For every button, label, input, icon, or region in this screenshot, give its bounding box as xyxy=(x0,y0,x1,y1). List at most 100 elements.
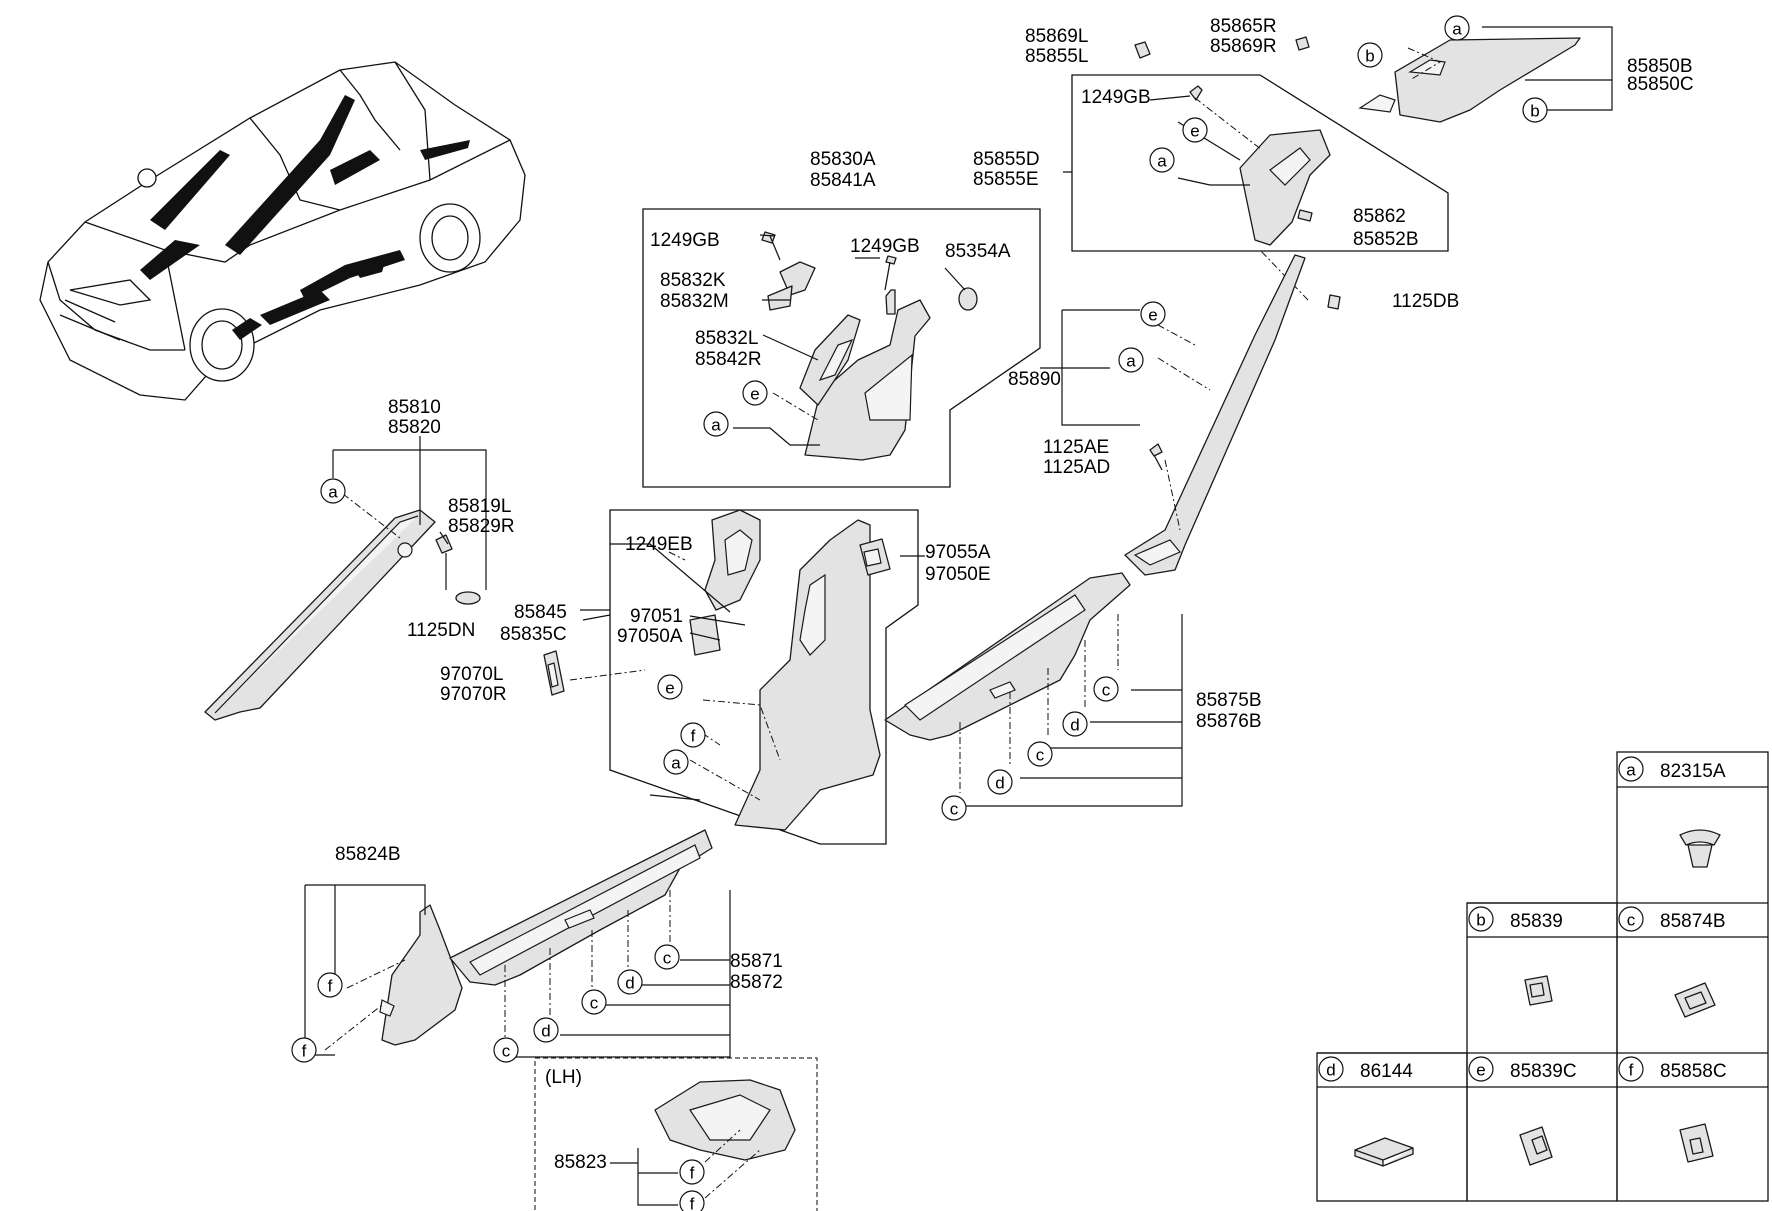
label-lh: (LH) xyxy=(545,1067,582,1088)
label-97055A: 97055A xyxy=(925,542,991,563)
callout-letter-b: b xyxy=(1530,102,1539,121)
callout-letter-a: a xyxy=(1126,352,1136,371)
callout-circle-c xyxy=(1027,741,1053,767)
callout-circle-f xyxy=(317,972,343,998)
b-pillar-lower-trim xyxy=(543,509,891,831)
callout-circle-f xyxy=(291,1037,317,1063)
callout-letter-e: e xyxy=(1190,122,1199,141)
front-scuff-plate xyxy=(449,829,713,986)
label-85876B: 85876B xyxy=(1196,711,1262,732)
label-85832L: 85832L xyxy=(695,328,758,349)
callout-circle-b xyxy=(1468,906,1494,932)
callout-letter-f: f xyxy=(690,1195,695,1211)
callout-letter-f: f xyxy=(690,1164,695,1183)
callout-letter-e: e xyxy=(750,385,759,404)
kick-panel-trim xyxy=(379,904,463,1046)
callout-circle-e xyxy=(657,674,683,700)
callout-letter-f: f xyxy=(691,727,696,746)
callout-circle-e xyxy=(1468,1056,1494,1082)
callout-circle-c xyxy=(1618,906,1644,932)
car-illustration xyxy=(39,61,526,401)
callout-letter-c: c xyxy=(663,949,672,968)
callout-circle-d xyxy=(1062,711,1088,737)
label-1249GB-b-pillar-right: 1249GB xyxy=(850,236,920,257)
label-85810: 85810 xyxy=(388,397,441,418)
label-85855L: 85855L xyxy=(1025,46,1088,67)
label-85830A: 85830A xyxy=(810,149,876,170)
label-1125DB: 1125DB xyxy=(1392,291,1459,312)
callout-letter-f: f xyxy=(328,977,333,996)
label-85845: 85845 xyxy=(514,602,567,623)
box-b-pillar-lower xyxy=(609,509,919,845)
label-97050A: 97050A xyxy=(617,626,683,647)
callout-letter-d: d xyxy=(541,1022,550,1041)
callout-circle-e xyxy=(1140,301,1166,327)
clip-85839-icon xyxy=(1524,975,1553,1006)
label-97070L: 97070L xyxy=(440,664,503,685)
callout-circle-f xyxy=(679,1159,705,1185)
label-1249GB-c-pillar: 1249GB xyxy=(1081,87,1151,108)
label-1125AD: 1125AD xyxy=(1043,457,1110,478)
box-c-pillar-upper xyxy=(1071,74,1449,252)
callout-letter-c: c xyxy=(950,800,959,819)
label-97051: 97051 xyxy=(630,606,683,627)
callout-circle-f xyxy=(1618,1056,1644,1082)
a-pillar-trim xyxy=(204,509,481,721)
label-85850B: 85850B xyxy=(1627,56,1693,77)
callout-circle-b xyxy=(1357,42,1383,68)
callout-circle-d xyxy=(1318,1056,1344,1082)
label-85871: 85871 xyxy=(730,951,783,972)
callout-letter-c: c xyxy=(1036,746,1045,765)
clip-85874b-icon xyxy=(1674,982,1716,1018)
label-85865R: 85865R xyxy=(1210,16,1277,37)
callout-circle-a xyxy=(320,478,346,504)
callout-circle-c xyxy=(941,795,967,821)
label-85829R: 85829R xyxy=(448,516,515,537)
callout-letter-b: b xyxy=(1476,911,1485,930)
callout-circle-c xyxy=(493,1037,519,1063)
c-pillar-lower-trim xyxy=(1124,254,1306,576)
label-1249EB: 1249EB xyxy=(625,534,693,555)
callout-letter-c: c xyxy=(590,994,599,1013)
pad-86144-icon xyxy=(1354,1137,1414,1167)
clip-85858c-icon xyxy=(1679,1123,1714,1163)
callout-letter-a: a xyxy=(1157,152,1167,171)
callout-circle-a xyxy=(1444,15,1470,41)
callout-letter-d: d xyxy=(625,974,634,993)
label-85862: 85862 xyxy=(1353,206,1406,227)
callout-letter-b: b xyxy=(1365,47,1374,66)
callout-circle-f xyxy=(679,1190,705,1211)
label-1125AE: 1125AE xyxy=(1043,437,1109,458)
callout-circle-f xyxy=(680,722,706,748)
box-lh-detail xyxy=(534,1057,818,1211)
callout-circle-c xyxy=(581,989,607,1015)
rear-header-trim xyxy=(1358,37,1581,123)
callout-circle-a xyxy=(1618,756,1644,782)
label-1125DN: 1125DN xyxy=(407,620,475,641)
callout-letter-e: e xyxy=(665,679,674,698)
callout-circle-a xyxy=(663,749,689,775)
legend-part-e: 85839C xyxy=(1510,1061,1577,1082)
legend-part-f: 85858C xyxy=(1660,1061,1727,1082)
label-85835C: 85835C xyxy=(500,624,567,645)
b-pillar-upper-trim xyxy=(761,231,978,461)
label-85855E: 85855E xyxy=(973,169,1039,190)
callout-letter-a: a xyxy=(1626,761,1636,780)
callout-circle-e xyxy=(742,380,768,406)
callout-letter-f: f xyxy=(302,1042,307,1061)
c-pillar-upper-trim xyxy=(1134,36,1341,310)
clip-85839c-icon xyxy=(1519,1126,1553,1166)
callout-circle-d xyxy=(533,1017,559,1043)
label-85875B: 85875B xyxy=(1196,690,1262,711)
label-85869R: 85869R xyxy=(1210,36,1277,57)
part-labels: 85869L 85855L 85865R 85869R 85850B 85850… xyxy=(335,16,1694,1173)
label-85823: 85823 xyxy=(554,1152,607,1173)
label-85852B: 85852B xyxy=(1353,229,1419,250)
label-85842R: 85842R xyxy=(695,349,762,370)
callout-letter-c: c xyxy=(1102,681,1111,700)
callout-letter-d: d xyxy=(1326,1061,1335,1080)
callout-circle-d xyxy=(617,969,643,995)
callout-letter-f: f xyxy=(1629,1061,1634,1080)
lh-sill-bracket xyxy=(654,1079,796,1161)
